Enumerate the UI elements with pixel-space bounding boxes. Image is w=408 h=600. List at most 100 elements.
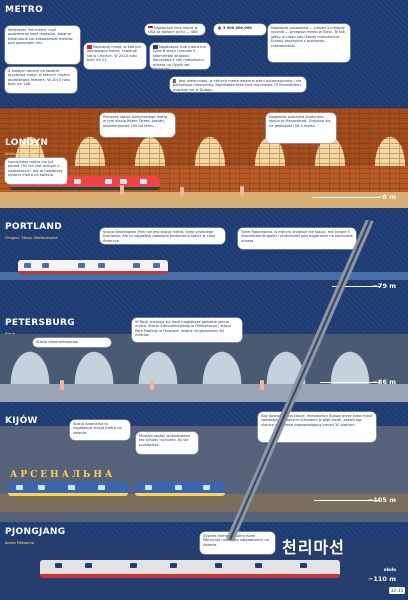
petersburg-country: Rosja: [5, 331, 15, 336]
passenger-figure: [260, 380, 264, 390]
petersburg-station-text: Stacja Admiralitiejskaja: [36, 340, 78, 344]
petersburg-desc-text: W Rosji znajdują się dwie najgłębsze głę…: [135, 320, 231, 338]
london-country: Wielka Brytania: [5, 151, 35, 156]
train-window: [68, 485, 75, 490]
train-window: [78, 263, 85, 268]
petersburg-depth-line: [320, 382, 380, 383]
passenger-figure: [150, 380, 154, 390]
korea-note: Najdłuższa linia metra ma tylko 6 stacji…: [150, 43, 210, 69]
uae-flag-icon: [173, 79, 178, 83]
london-title: LONDYN: [5, 138, 49, 148]
japan-stat-note: 3 000 000 000: [214, 24, 266, 35]
petersburg-title: PETERSBURG: [5, 318, 75, 328]
train-window: [38, 485, 45, 490]
portland-depth-line: [332, 286, 380, 287]
pyongyang-depth: −110 m: [367, 575, 396, 583]
train-window: [153, 263, 160, 268]
portland-desc-text: Stacja Washington Park nie jest stacją m…: [103, 230, 216, 243]
train-window: [16, 485, 23, 490]
london-tunnel: [0, 108, 408, 208]
petersburg-arch: [128, 334, 188, 384]
train-window: [175, 485, 182, 490]
passenger-figure: [60, 380, 64, 390]
usa-note: Najstarsza linia metra w USA to Nowym Jo…: [145, 24, 205, 35]
passenger-figure: [240, 186, 244, 196]
london-oldest-note: Pierwsze stacje londyńskiego metra, w ty…: [100, 113, 175, 137]
pyongyang-depth-label: około: [383, 567, 396, 572]
train-window: [120, 179, 127, 184]
kiev-train-left: [8, 482, 128, 496]
japan-note: Najwięcej pasażerów — ponad 3 miliardy r…: [268, 24, 350, 62]
petersburg-arch: [320, 334, 380, 384]
kiev-desc-note: Stacja Arsenalna to najgłębsza stacja me…: [70, 420, 130, 440]
london-platform: [0, 192, 408, 208]
portland-depth: −79 m: [372, 282, 396, 290]
kiev-passengers-text: Musiało zostać wybudowane też schody ruc…: [139, 434, 191, 447]
pyongyang-desc-note: System metra w stolicy Korei Północnej n…: [200, 532, 275, 554]
london-deepest-text: Najgłębiej położona londyńska stacja to …: [269, 115, 331, 128]
first-note: Z każdym rokiem na świecie przybywa mias…: [5, 67, 77, 93]
pyongyang-station-sign: 천리마선: [282, 538, 345, 557]
kiev-passengers-note: Musiało zostać wybudowane też schody ruc…: [136, 432, 198, 454]
portland-title: PORTLAND: [5, 222, 63, 232]
portland-country: Oregon, Stany Zjednoczone: [5, 235, 58, 240]
train-window: [145, 485, 152, 490]
london-deepest-note: Najgłębiej położona londyńska stacja to …: [266, 113, 336, 143]
pyongyang-desc-text: System metra w stolicy Korei Północnej n…: [203, 534, 269, 547]
china-flag-icon: [87, 45, 92, 49]
usa-flag-icon: [148, 26, 153, 30]
train-window: [300, 563, 307, 568]
intro-text: Większość linii metra, czyli podziemnej …: [8, 28, 73, 46]
portland-platform: [0, 272, 408, 280]
train-window: [98, 263, 105, 268]
kiev-escalator-note: Aby dostać się na stację, mieszkańcy Kij…: [258, 412, 376, 442]
train-window: [255, 563, 262, 568]
portland-desc-note: Stacja Washington Park nie jest stacją m…: [100, 228, 225, 244]
kiev-station-sign: АРСЕНАЛЬНА: [10, 470, 116, 480]
dubai-text: Jest wiele miast, w których metro działa…: [173, 79, 302, 92]
kiev-escalator-text: Aby dostać się na stację, mieszkańcy Kij…: [261, 414, 373, 427]
japan-flag-icon: [217, 26, 222, 30]
petersburg-desc-note: W Rosji znajdują się dwie najgłębsze głę…: [132, 318, 242, 342]
london-depth: −8 m: [376, 193, 396, 201]
japan-stat: 3 000 000 000: [223, 26, 252, 30]
pyongyang-country: Korea Północna: [5, 540, 35, 545]
train-window: [74, 179, 81, 184]
korea-text: Najdłuższa linia metra ma tylko 6 stacji…: [153, 45, 206, 69]
passenger-figure: [120, 185, 124, 195]
train-window: [215, 563, 222, 568]
japan-text: Najwięcej pasażerów — ponad 3 miliardy r…: [271, 26, 346, 48]
train-window: [105, 179, 112, 184]
page-title: METRO: [5, 5, 44, 15]
train-window: [170, 563, 177, 568]
train-window: [55, 563, 62, 568]
kiev-desc-text: Stacja Arsenalna to najgłębsza stacja me…: [73, 422, 122, 435]
kiev-platform: [0, 494, 408, 512]
intro-note: Większość linii metra, czyli podziemnej …: [5, 26, 80, 64]
london-oldest-text: Pierwsze stacje londyńskiego metra, w ty…: [103, 115, 169, 128]
train-window: [133, 263, 140, 268]
kiev-depth: −105 m: [367, 496, 396, 504]
petersburg-depth: −86 m: [372, 378, 396, 386]
kiev-title: KIJÓW: [5, 416, 38, 426]
train-window: [98, 485, 105, 490]
portland-tunnel-note: Tunel Robertsona, w którym znajduje się …: [238, 228, 356, 249]
china-text: Najwięcej miast, w których zbudowano met…: [87, 45, 142, 63]
passenger-figure: [180, 187, 184, 196]
train-window: [140, 179, 147, 184]
dubai-note: Jest wiele miast, w których metro działa…: [170, 77, 306, 92]
first-text: Z każdym rokiem na świecie przybywa mias…: [8, 69, 71, 87]
train-window: [24, 263, 31, 268]
london-arches: [0, 108, 408, 166]
portland-tunnel-text: Tunel Robertsona, w którym znajduje się …: [241, 230, 353, 243]
portland-train: [18, 260, 168, 274]
pyongyang-train: [40, 560, 340, 578]
petersburg-arch: [256, 334, 316, 384]
petersburg-station-note: Stacja Admiralitiejskaja: [33, 338, 111, 347]
train-window: [42, 263, 49, 268]
train-window: [203, 485, 210, 490]
train-window: [85, 563, 92, 568]
korea-flag-icon: [153, 45, 158, 49]
london-desc-note: Londyńskie metro ma już ponad 150 lat: j…: [5, 158, 67, 184]
